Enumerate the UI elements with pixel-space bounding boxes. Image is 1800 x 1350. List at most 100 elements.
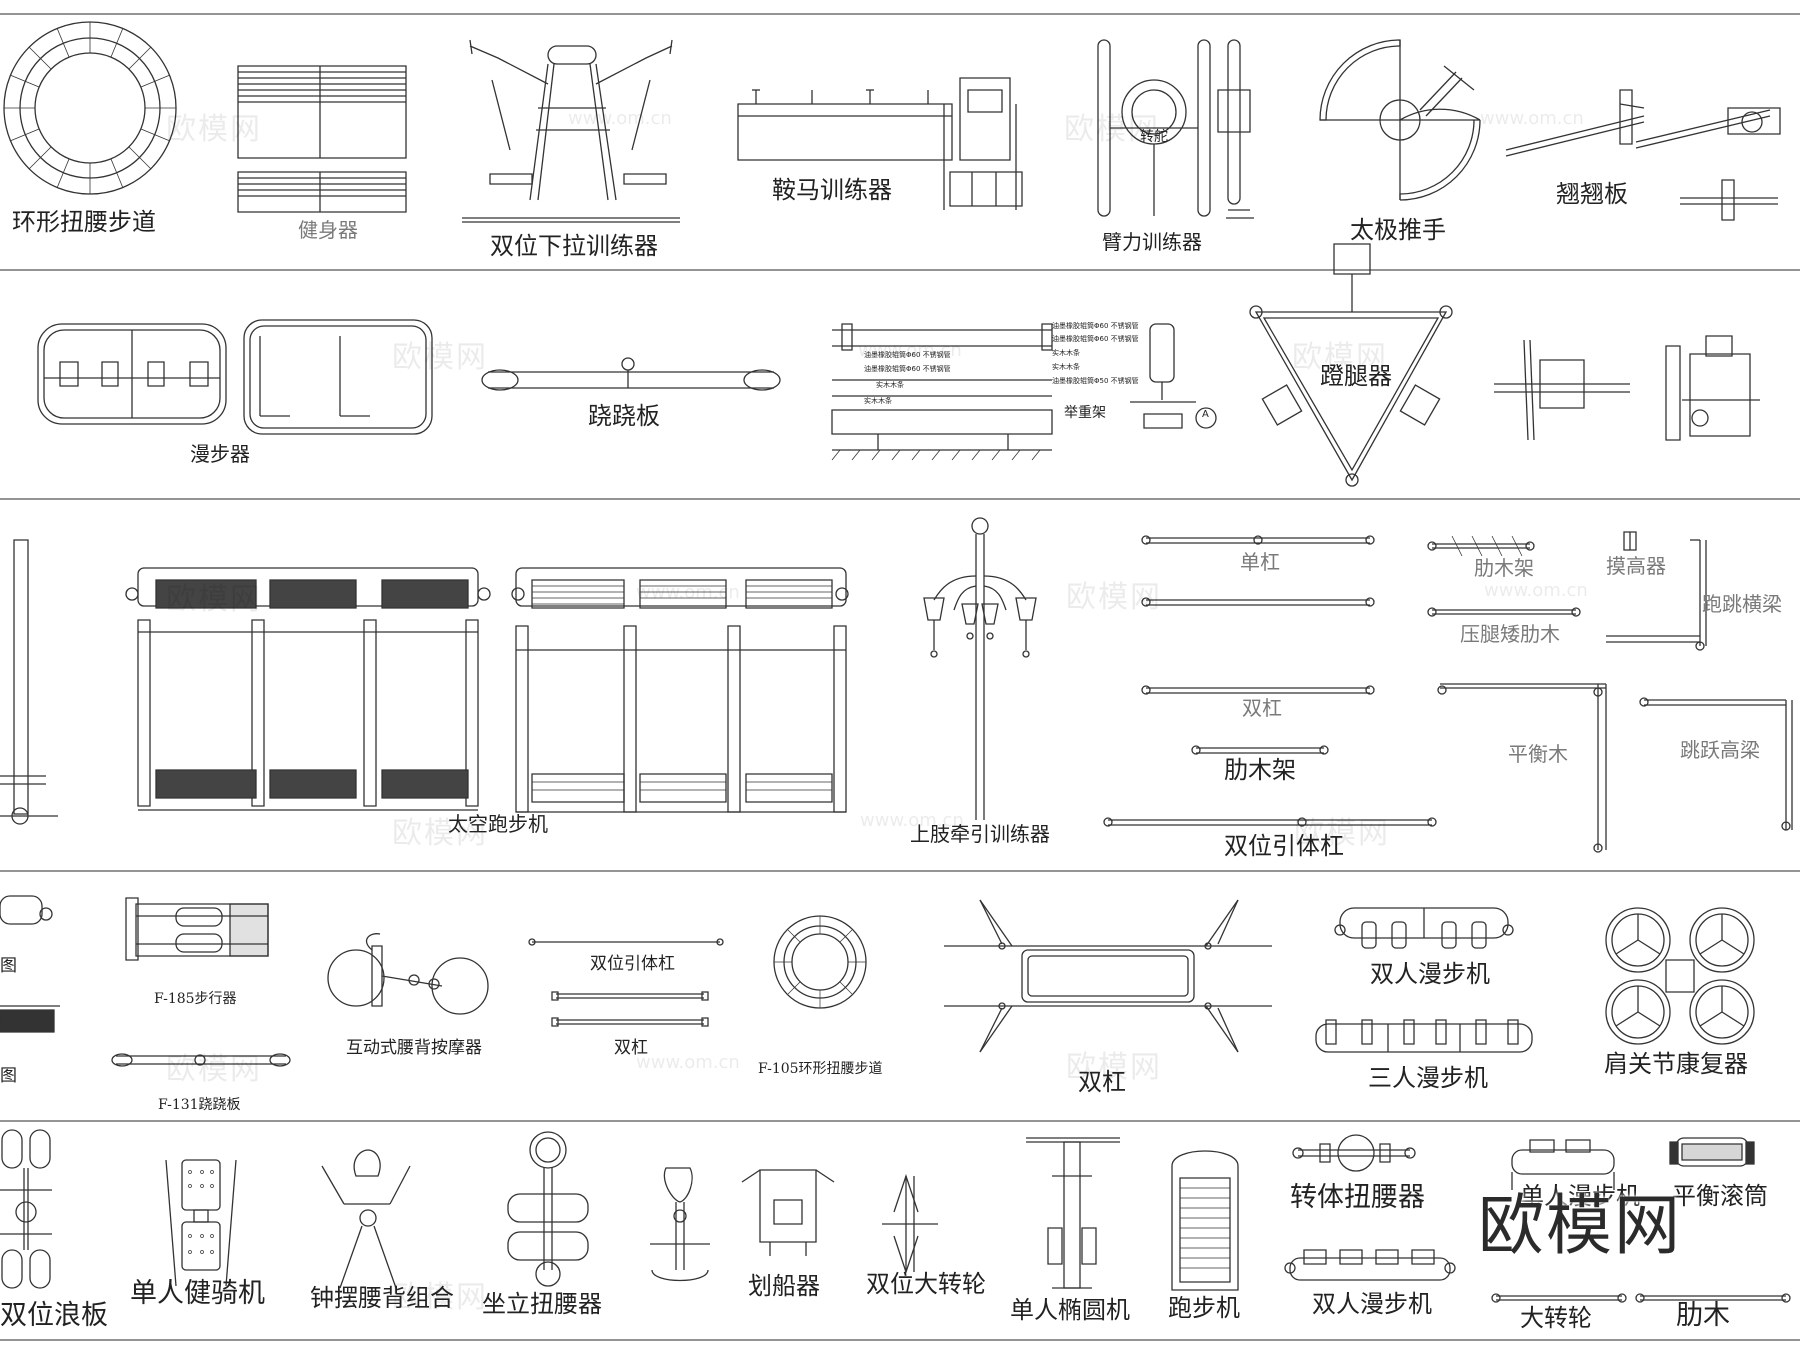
arm-trainer-drawing [1098,40,1254,218]
label-taichi: 太极推手 [1350,216,1446,244]
label-three-person-walker: 三人漫步机 [1368,1064,1488,1092]
label-parallel-bars: 双杠 [1078,1068,1126,1096]
label-space-walker: 太空跑步机 [448,812,548,836]
label-dual-pulldown: 双位下拉训练器 [490,232,658,260]
annotation-note: 实木木条 [1052,349,1080,357]
label-partial-2: 图 [0,1066,17,1086]
label-balance-beam: 平衡木 [1508,742,1568,766]
detail-mark: A [1202,409,1209,420]
label-leg-kick: 蹬腿器 [1320,362,1392,390]
label-jump-high-beam: 跳跃高梁 [1680,738,1760,762]
label-seesaw-row1: 翘翘板 [1556,180,1628,208]
f105-ring-drawing [774,916,866,1008]
annotation-note: 实木木条 [1052,363,1080,371]
label-pommel-horse: 鞍马训练器 [772,176,892,204]
label-pendulum: 钟摆腰背组合 [310,1284,454,1312]
bars-drawing-row3 [1104,536,1436,826]
body-twister-drawing [1293,1135,1415,1171]
seesaw-drawing-row1 [1506,90,1780,220]
fitness-device-drawing [238,66,406,212]
label-wheel: 转舵 [1140,129,1168,145]
watermark-text: 欧模网 [1066,1050,1162,1085]
label-jump-beam: 跑跳横梁 [1702,592,1782,616]
watermark-url: www.om.cn [858,340,962,361]
annotation-note: 实木木条 [876,381,904,389]
space-walker-drawing [126,568,848,812]
label-touch-height: 摸高器 [1606,554,1666,578]
annotation-note: 实木木条 [864,397,892,405]
label-two-walker-row5: 双人漫步机 [1312,1290,1432,1318]
small-machines-drawing-row2 [1494,336,1760,440]
two-walker-drawing-row5 [1285,1250,1455,1280]
annotation-note: 油墨橡胶辊筒Φ60 不锈钢管 [864,351,951,359]
label-upper-limb: 上肢牵引训练器 [910,822,1050,846]
two-person-walker-drawing-row4 [1335,908,1513,948]
label-double-bar: 双杠 [1242,696,1282,720]
dual-pulldown-drawing [462,40,680,222]
rowing-drawing [650,1168,834,1281]
label-wave-board: 双位浪板 [0,1300,108,1331]
watermark-text: 欧模网 [166,582,262,617]
label-double-bars-row4: 双杠 [614,1038,648,1058]
seesaw-drawing-row2 [482,358,780,390]
parallel-bars-drawing-row4 [944,900,1272,1052]
watermark-url: www.om.cn [636,1052,740,1073]
label-shoulder-rehab: 肩关节康复器 [1604,1050,1748,1078]
f185-walker-drawing [126,898,268,960]
label-sit-twist: 坐立扭腰器 [482,1290,602,1318]
watermark-text: 欧模网 [392,816,488,851]
treadmill-drawing [1172,1151,1238,1290]
annotation-note: 油墨橡胶辊筒Φ60 不锈钢管 [864,365,951,373]
leg-kick-drawing [1250,244,1452,486]
watermark-url: www.om.cn [636,582,740,603]
shoulder-rehab-drawing [1606,908,1754,1044]
weight-rack-drawing [832,324,1216,460]
wave-board-drawing [0,1130,52,1288]
watermark-text: 欧模网 [1066,580,1162,615]
label-dual-big-wheel: 双位大转轮 [866,1270,986,1298]
label-single-bike: 单人健骑机 [130,1278,265,1309]
watermark-text: 欧模网 [166,1052,262,1087]
watermark-text: 欧模网 [1064,112,1160,147]
partial-items-drawing-row4 [0,896,60,1032]
watermark-url: www.om.cn [1480,108,1584,129]
label-two-person-walker: 双人漫步机 [1370,960,1490,988]
massager-drawing [328,934,488,1014]
pommel-horse-drawing [738,78,1022,210]
label-dual-pullup: 双位引体杠 [1224,832,1344,860]
label-wall-bar: 肋木 [1676,1300,1730,1331]
label-f185-walker: F-185步行器 [154,991,237,1007]
annotation-note: 油墨橡胶辊筒Φ60 不锈钢管 [1052,335,1139,343]
dual-pullup-drawing-row4 [529,939,723,1026]
watermark-text: 欧模网 [392,1280,488,1315]
label-elliptical: 单人椭圆机 [1010,1296,1130,1324]
label-body-twister: 转体扭腰器 [1290,1182,1425,1213]
watermark-text: 欧模网 [392,340,488,375]
label-ring-walkway: 环形扭腰步道 [12,208,156,236]
rib-rack-drawing-row3 [1428,532,1706,650]
label-single-walker: 单人漫步机 [1520,1182,1640,1210]
balance-beam-drawing [1438,684,1792,852]
label-seesaw-row2: 跷跷板 [588,402,660,430]
balance-roller-drawing [1670,1138,1754,1166]
watermark-url: www.om.cn [860,810,964,831]
sit-twist-drawing [508,1132,588,1286]
label-fitness-device: 健身器 [298,218,358,242]
dual-big-wheel-drawing [882,1176,938,1272]
label-f105-ring: F-105环形扭腰步道 [758,1061,883,1077]
label-arm-trainer: 臂力训练器 [1102,230,1202,254]
big-wheel-drawing-row5 [1492,1294,1790,1302]
ring-walkway-drawing [4,22,176,194]
label-balance-roller: 平衡滚筒 [1672,1182,1768,1210]
pendulum-drawing [322,1150,410,1288]
elliptical-drawing [1026,1138,1120,1288]
label-rowing: 划船器 [748,1272,820,1300]
annotation-note: 油墨橡胶辊筒Φ60 不锈钢管 [1052,322,1139,330]
label-single-bar: 单杠 [1240,550,1280,574]
watermark-text: 欧模网 [1294,816,1390,851]
upper-limb-drawing [924,518,1036,820]
partial-post-drawing [0,540,58,824]
label-big-wheel: 大转轮 [1520,1304,1592,1332]
label-partial-1: 图 [0,956,17,976]
